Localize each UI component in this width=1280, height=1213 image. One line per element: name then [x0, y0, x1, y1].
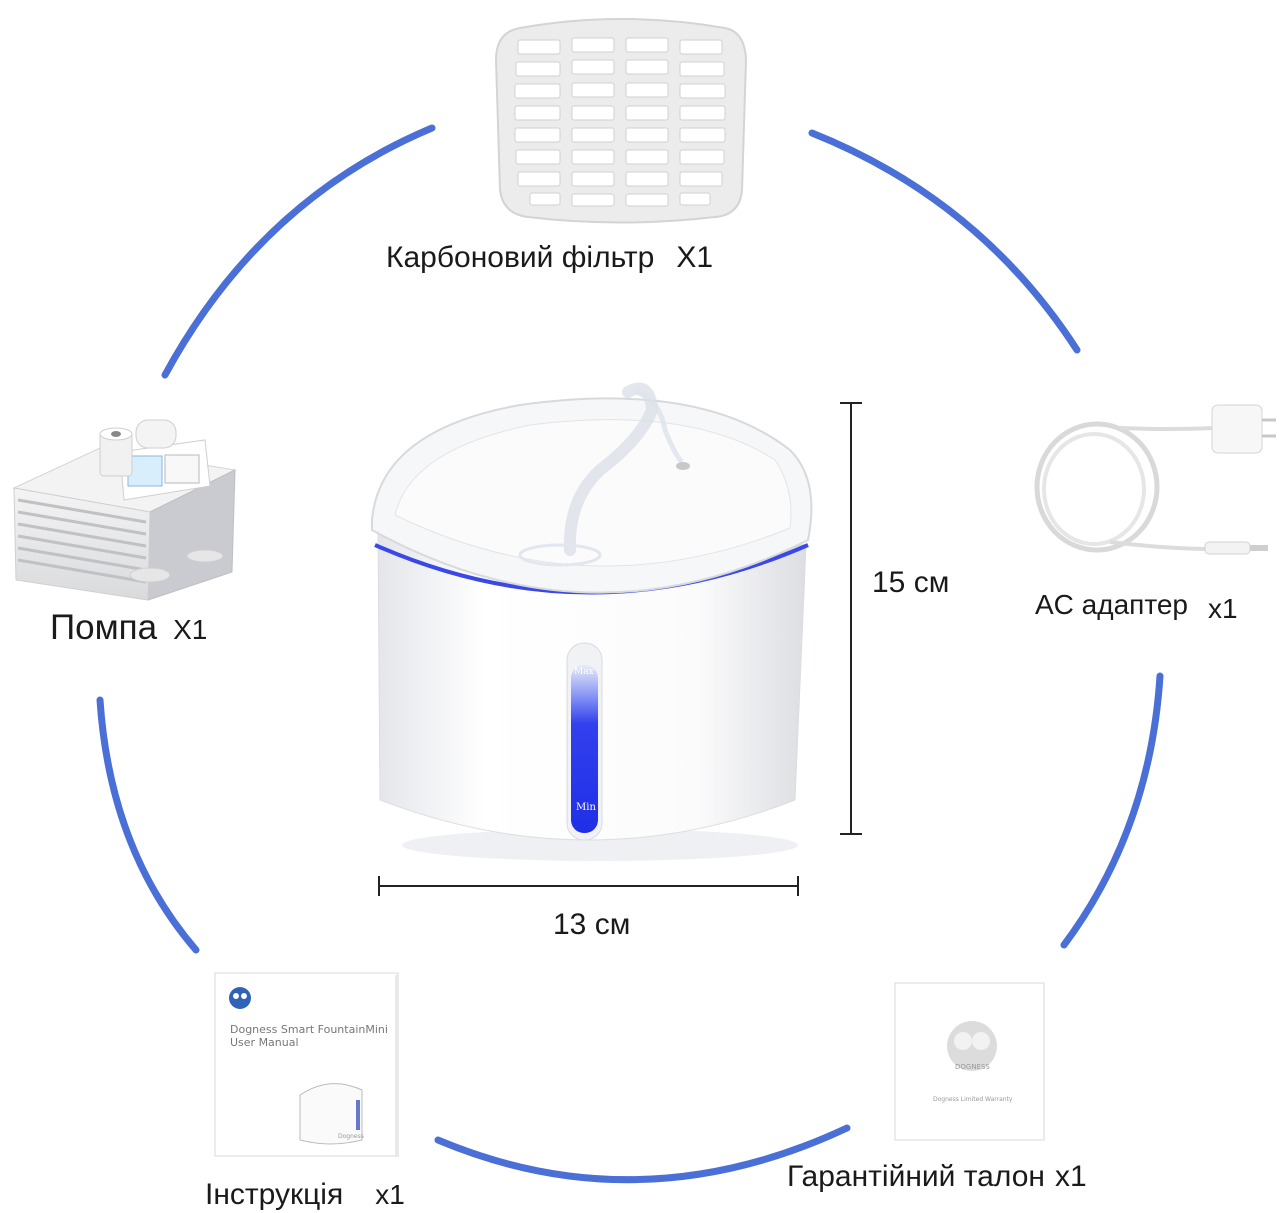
fountain-image — [371, 382, 813, 861]
manual-cover-title: Dogness Smart FountainMini User Manual — [230, 1023, 388, 1049]
ac-adapter-qty: x1 — [1207, 593, 1238, 624]
manual-cover-footer: Dogness — [338, 1133, 364, 1140]
manual-cover-line2: User Manual — [230, 1036, 299, 1049]
warranty-name: Гарантійний талон — [787, 1160, 1045, 1193]
height-dimension-label: 15 см — [872, 566, 950, 599]
pump-qty: X1 — [173, 614, 208, 645]
manual-qty: x1 — [375, 1179, 405, 1210]
ac-adapter-name: AC адаптер — [1035, 589, 1188, 620]
circle-arcs — [96, 124, 1164, 1184]
pump-image — [12, 419, 237, 601]
warranty-label: Гарантійний талон x1 — [787, 1160, 1087, 1194]
warranty-image — [894, 982, 1045, 1141]
carbon-filter-image — [494, 18, 748, 224]
manual-name: Інструкція — [205, 1178, 344, 1211]
warranty-brand: DOGNESS — [955, 1063, 990, 1071]
arc-top-right — [808, 129, 1081, 354]
warranty-qty: x1 — [1054, 1160, 1087, 1193]
pump-name: Помпа — [50, 608, 158, 647]
dimension-lines — [378, 402, 862, 896]
arc-right — [1060, 672, 1164, 949]
warranty-cover-text: Dogness Limited Warranty — [933, 1096, 1013, 1103]
carbon-filter-name: Карбоновий фільтр — [386, 241, 655, 274]
arc-left — [96, 696, 200, 954]
carbon-filter-qty: X1 — [676, 241, 714, 274]
level-max-label: Max — [574, 667, 594, 677]
arc-top-left — [161, 124, 436, 379]
manual-cover-line1: Dogness Smart FountainMini — [230, 1023, 388, 1036]
carbon-filter-label: Карбоновий фільтр X1 — [386, 241, 713, 275]
ac-adapter-image — [1034, 404, 1276, 555]
manual-image — [214, 972, 399, 1157]
ac-adapter-label: AC адаптер x1 — [1035, 589, 1238, 624]
width-dimension-label: 13 см — [553, 908, 631, 941]
pump-label: Помпа X1 — [50, 608, 207, 648]
arc-bottom — [434, 1124, 851, 1184]
level-min-label: Min — [576, 802, 596, 813]
manual-label: Інструкція x1 — [205, 1178, 405, 1212]
